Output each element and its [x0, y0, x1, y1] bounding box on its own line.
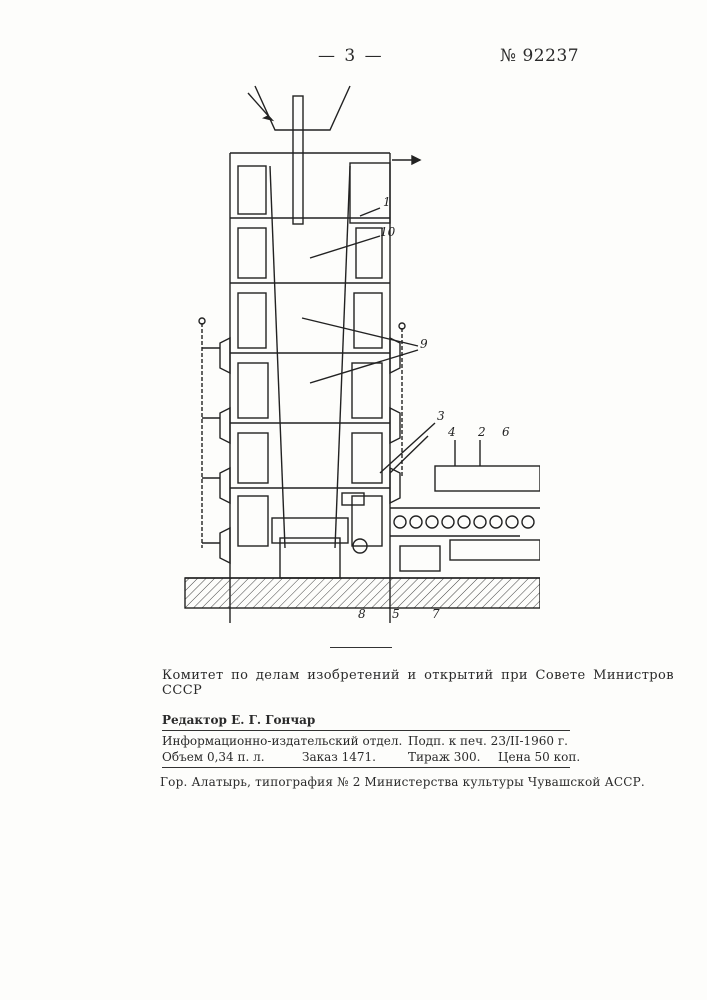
patent-number: № 92237 — [500, 46, 579, 66]
technical-drawing: 1 10 9 3 4 2 6 8 5 7 — [180, 78, 540, 628]
editor-line: Редактор Е. Г. Гончар — [162, 713, 315, 727]
imprint-volume: Объем 0,34 п. л. — [162, 750, 265, 764]
imprint-order: Заказ 1471. — [302, 750, 376, 764]
label-10: 10 — [380, 225, 396, 239]
committee-line: Комитет по делам изобретений и открытий … — [162, 668, 707, 698]
label-6: 6 — [502, 425, 510, 439]
imprint-run: Тираж 300. — [408, 750, 480, 764]
page-number: — 3 — — [318, 46, 384, 66]
label-1: 1 — [383, 195, 391, 209]
label-4: 4 — [447, 425, 456, 439]
imprint-department: Информационно-издательский отдел. — [162, 734, 402, 748]
printer-line: Гор. Алатырь, типография № 2 Министерств… — [160, 775, 645, 789]
imprint-rule-top — [162, 730, 570, 731]
label-5: 5 — [392, 607, 400, 621]
label-9: 9 — [420, 337, 428, 351]
label-7: 7 — [432, 607, 440, 621]
imprint-rule-bottom — [162, 767, 570, 768]
label-2: 2 — [477, 425, 486, 439]
imprint-price: Цена 50 коп. — [498, 750, 580, 764]
label-3: 3 — [437, 409, 445, 423]
separator-line — [330, 647, 392, 648]
label-8: 8 — [358, 607, 366, 621]
imprint-signed: Подп. к печ. 23/II-1960 г. — [408, 734, 568, 748]
